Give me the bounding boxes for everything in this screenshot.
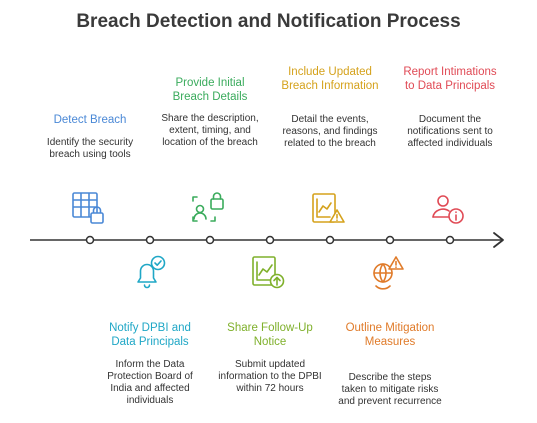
timeline-node-7: [445, 235, 455, 245]
step-5-title: Include Updated Breach Information: [281, 66, 379, 92]
step-2-desc: Inform the Data Protection Board of Indi…: [107, 359, 193, 406]
step-6-desc: Describe the steps taken to mitigate ris…: [338, 372, 442, 407]
chart-upload-icon: [248, 252, 288, 292]
timeline-node-6: [385, 235, 395, 245]
user-info-icon: [428, 189, 468, 229]
spreadsheet-lock-icon: [68, 187, 108, 227]
step-5-desc: Detail the events, reasons, and findings…: [282, 114, 378, 149]
step-3-desc: Share the description, extent, timing, a…: [161, 113, 259, 148]
step-7-title: Report Intimations to Data Principals: [403, 66, 497, 92]
timeline-node-4: [265, 235, 275, 245]
step-1-title: Detect Breach: [53, 114, 127, 126]
timeline-node-1: [85, 235, 95, 245]
step-4-desc: Submit updated information to the DPBI w…: [218, 359, 322, 394]
chart-warning-icon: [308, 189, 348, 229]
step-6-title: Outline Mitigation Measures: [345, 322, 435, 348]
timeline-arrowhead: [493, 232, 504, 248]
step-3-title: Provide Initial Breach Details: [172, 77, 248, 103]
timeline-node-5: [325, 235, 335, 245]
globe-warning-icon: [367, 252, 407, 292]
diagram-title: Breach Detection and Notification Proces…: [76, 11, 461, 32]
step-1-desc: Identify the security breach using tools: [46, 137, 134, 160]
timeline-node-3: [205, 235, 215, 245]
step-4-title: Share Follow-Up Notice: [227, 322, 313, 348]
step-2-title: Notify DPBI and Data Principals: [109, 322, 191, 348]
user-lock-icon: [189, 191, 229, 231]
step-7-desc: Document the notifications sent to affec…: [407, 114, 493, 149]
bell-check-icon: [130, 252, 170, 292]
timeline-node-2: [145, 235, 155, 245]
